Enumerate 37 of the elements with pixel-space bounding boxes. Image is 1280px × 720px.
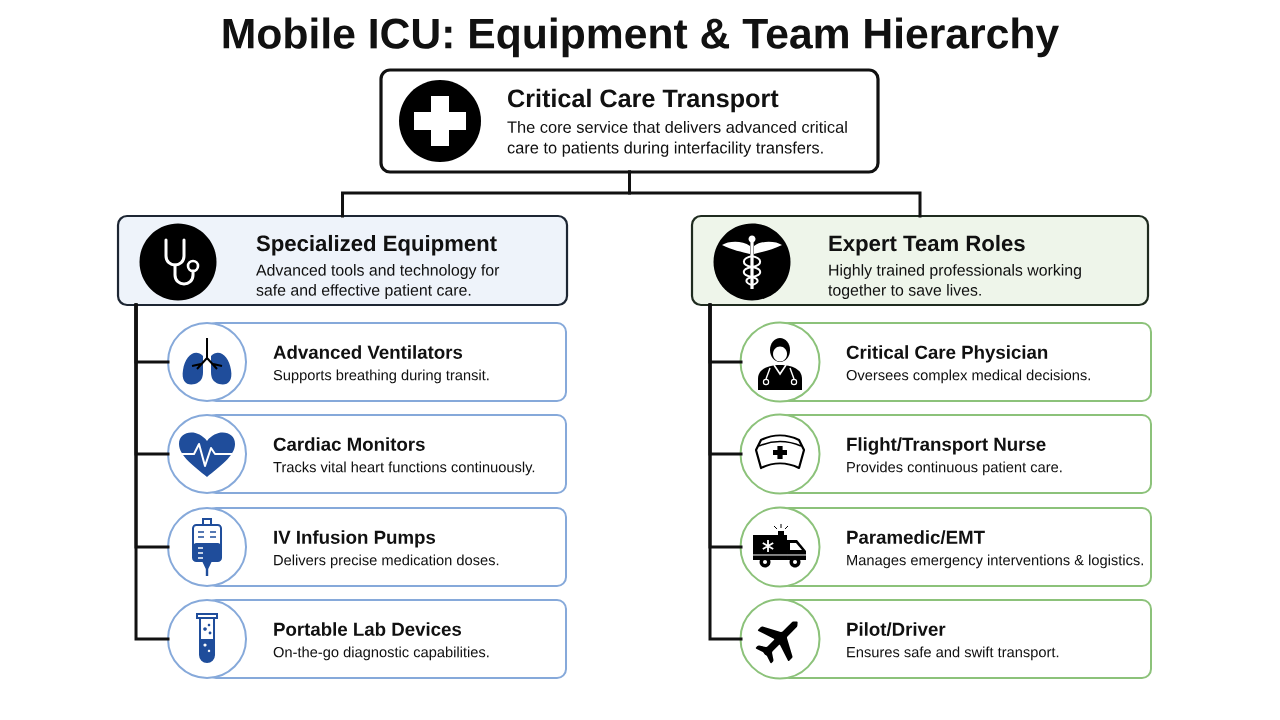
card-description: Provides continuous patient care. — [847, 461, 1062, 476]
card-description: Supports breathing during transit. — [273, 369, 489, 384]
item-card — [167, 322, 567, 402]
diagram-title: Mobile ICU: Equipment & Team Hierarchy — [223, 17, 1059, 58]
item-card — [167, 507, 567, 587]
card-title: Portable Lab Devices — [274, 622, 462, 636]
connector-line — [628, 170, 922, 218]
connector-line — [708, 303, 743, 641]
root-card — [379, 68, 880, 174]
category-card — [116, 214, 569, 307]
card-title: Critical Care Physician — [846, 345, 1048, 363]
item-card — [739, 413, 1152, 495]
card-description: On-the-go diagnostic capabilities. — [273, 646, 489, 661]
card-description: Oversees complex medical decisions. — [846, 369, 1090, 384]
card-title: Flight/Transport Nurse — [847, 437, 1046, 455]
card-title: Pilot/Driver — [847, 622, 946, 637]
item-card — [167, 414, 567, 494]
card-title: IV Infusion Pumps — [274, 530, 436, 548]
item-card — [167, 599, 567, 679]
card-title: Paramedic/EMT — [847, 530, 985, 545]
card-title: Specialized Equipment — [256, 234, 497, 256]
card-description: Advanced tools and technology for safe and effective patient care. — [256, 264, 500, 299]
card-description: Highly trained professionals working together to save lives. — [828, 264, 1081, 299]
card-description: Delivers precise medication doses. — [274, 554, 499, 569]
card-title: Critical Care Transport — [508, 88, 779, 113]
connector-line — [134, 303, 170, 641]
item-card — [739, 506, 1152, 588]
card-title: Cardiac Monitors — [273, 437, 425, 451]
category-card — [690, 214, 1150, 307]
card-description: Ensures safe and swift transport. — [847, 646, 1059, 661]
item-card — [739, 321, 1152, 403]
card-title: Expert Team Roles — [829, 234, 1025, 256]
card-description: Tracks vital heart functions continuously. — [273, 461, 535, 476]
item-card — [739, 598, 1152, 680]
card-title: Advanced Ventilators — [273, 345, 463, 359]
card-description: Manages emergency interventions & logistics. — [847, 554, 1143, 569]
card-description: The core service that delivers advanced critical care to patients during interfacility transfers. — [507, 120, 847, 157]
